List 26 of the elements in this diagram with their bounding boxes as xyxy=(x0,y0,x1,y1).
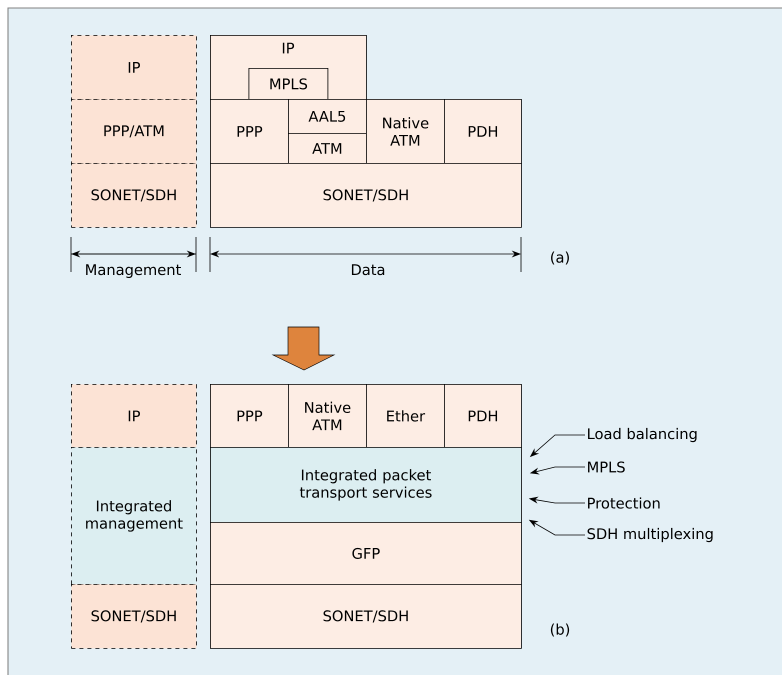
protocol-layer-box: PDH xyxy=(444,384,522,448)
protocol-layer-box: ATM xyxy=(288,133,367,164)
management-layer-box: SONET/SDH xyxy=(71,163,197,228)
management-layer-box: IP xyxy=(71,384,197,448)
callout-label: MPLS xyxy=(588,461,625,473)
panel-label: (b) xyxy=(550,623,570,637)
management-layer-box: Integrated management xyxy=(71,447,197,585)
protocol-layer-box: Integrated packet transport services xyxy=(210,447,522,523)
protocol-layer-box: Native ATM xyxy=(288,384,367,448)
protocol-layer-box: PPP xyxy=(210,384,289,448)
protocol-layer-box: MPLS xyxy=(248,68,328,100)
protocol-layer-box: Ether xyxy=(366,384,445,448)
dimension-label: Management xyxy=(86,264,181,278)
callout-label: SDH multiplexing xyxy=(588,528,713,542)
panel-label: (a) xyxy=(551,251,569,265)
callout-label: Protection xyxy=(588,497,660,509)
management-layer-box: PPP/ATM xyxy=(71,99,197,164)
callout-label: Load balancing xyxy=(588,428,697,442)
protocol-layer-box: GFP xyxy=(210,522,522,585)
protocol-layer-box: Native ATM xyxy=(366,99,445,164)
protocol-layer-box: AAL5 xyxy=(288,99,367,134)
protocol-layer-box: PDH xyxy=(444,99,522,164)
dimension-label: Data xyxy=(352,264,384,276)
management-layer-box: SONET/SDH xyxy=(71,584,197,649)
protocol-layer-box: SONET/SDH xyxy=(210,584,522,649)
management-layer-box: IP xyxy=(71,35,197,100)
